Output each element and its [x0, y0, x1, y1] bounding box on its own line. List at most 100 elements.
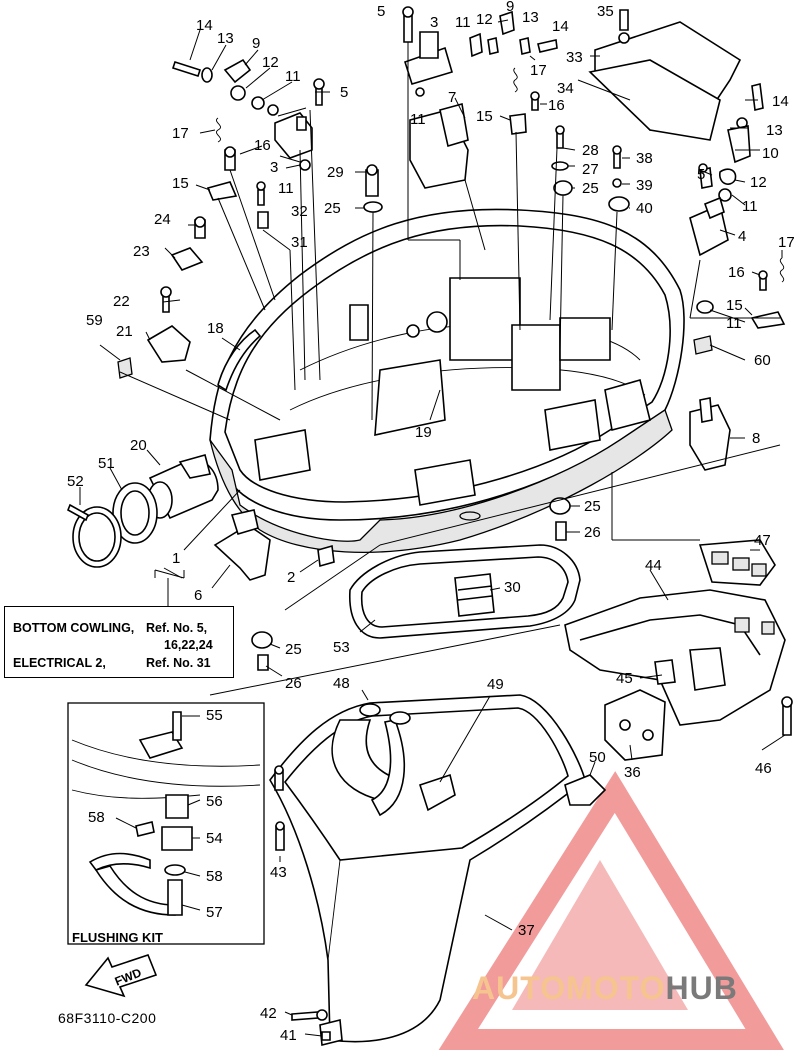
callout-28: 28: [582, 142, 599, 159]
callout-48: 48: [333, 675, 350, 692]
callout-13: 13: [522, 9, 539, 26]
callout-31: 31: [291, 234, 308, 251]
top-left-hardware: [117, 58, 383, 392]
callout-11: 11: [285, 68, 301, 85]
watermark-text-part1: AUTOMOTO: [472, 970, 666, 1006]
callout-numbers: 14 13 9 12 11 5 17 16 3 11 15 32 31 24 2…: [67, 0, 795, 1044]
watermark-logo: [438, 771, 785, 1051]
lower-apron: [269, 694, 607, 1047]
callout-17: 17: [172, 125, 189, 142]
callout-2: 2: [287, 569, 295, 586]
callout-19: 19: [415, 424, 432, 441]
callout-30: 30: [504, 579, 521, 596]
diagram-part-code: 68F3110-C200: [58, 1010, 157, 1026]
callout-9: 9: [252, 35, 260, 52]
callout-58: 58: [88, 809, 105, 826]
callout-32: 32: [291, 203, 308, 220]
callout-15: 15: [476, 108, 493, 125]
callout-25: 25: [584, 498, 601, 515]
callout-7: 7: [448, 89, 456, 106]
ref-line3-right: Ref. No. 31: [146, 656, 211, 670]
callout-16: 16: [728, 264, 745, 281]
callout-17: 17: [778, 234, 795, 251]
right-assemblies: [564, 397, 793, 761]
callout-25: 25: [324, 200, 341, 217]
callout-25: 25: [582, 180, 599, 197]
callout-15: 15: [726, 297, 743, 314]
left-assemblies: [66, 454, 335, 581]
callout-12: 12: [750, 174, 767, 191]
callout-11: 11: [742, 198, 758, 215]
callout-18: 18: [207, 320, 224, 337]
callout-36: 36: [624, 764, 641, 781]
callout-40: 40: [636, 200, 653, 217]
callout-22: 22: [113, 293, 130, 310]
callout-14: 14: [196, 17, 213, 34]
callout-51: 51: [98, 455, 115, 472]
callout-16: 16: [548, 97, 565, 114]
callout-20: 20: [130, 437, 147, 454]
callout-34: 34: [557, 80, 574, 97]
callout-29: 29: [327, 164, 344, 181]
callout-47: 47: [754, 532, 771, 549]
callout-13: 13: [217, 30, 234, 47]
leader-lines: [79, 19, 786, 1037]
flushing-kit-box: [67, 702, 265, 945]
bottom-cowling: [209, 208, 685, 553]
callout-44: 44: [645, 557, 662, 574]
callout-17: 17: [530, 62, 547, 79]
callout-5: 5: [697, 166, 705, 183]
watermark-text: AUTOMOTOHUB: [472, 970, 738, 1007]
callout-53: 53: [333, 639, 350, 656]
callout-9: 9: [506, 0, 514, 15]
callout-5: 5: [377, 3, 385, 20]
top-right-hardware: [551, 9, 786, 355]
callout-33: 33: [566, 49, 583, 66]
callout-42: 42: [260, 1005, 277, 1022]
callout-50: 50: [589, 749, 606, 766]
callout-11: 11: [278, 180, 294, 197]
callout-12: 12: [262, 54, 279, 71]
callout-45: 45: [616, 670, 633, 687]
callout-3: 3: [270, 159, 278, 176]
callout-14: 14: [772, 93, 789, 110]
callout-25: 25: [285, 641, 302, 658]
callout-1: 1: [172, 550, 180, 567]
watermark-text-part2: HUB: [665, 970, 738, 1006]
ref-line2-right: 16,22,24: [164, 638, 213, 652]
callout-43: 43: [270, 864, 287, 881]
callout-56: 56: [206, 793, 223, 810]
callout-49: 49: [487, 676, 504, 693]
callout-58: 58: [206, 868, 223, 885]
callout-5: 5: [340, 84, 348, 101]
callout-41: 41: [280, 1027, 297, 1044]
grommet-hardware: [251, 497, 571, 671]
callout-14: 14: [552, 18, 569, 35]
callout-23: 23: [133, 243, 150, 260]
callout-24: 24: [154, 211, 171, 228]
callout-27: 27: [582, 161, 599, 178]
callout-16: 16: [254, 137, 271, 154]
callout-11: 11: [726, 315, 742, 332]
callout-13: 13: [766, 122, 783, 139]
callout-59: 59: [86, 312, 103, 329]
callout-46: 46: [755, 760, 772, 777]
callout-15: 15: [172, 175, 189, 192]
ref-line1-right: Ref. No. 5,: [146, 621, 208, 635]
callout-11: 11: [410, 111, 426, 128]
callout-39: 39: [636, 177, 653, 194]
callout-35: 35: [597, 3, 614, 20]
callout-26: 26: [584, 524, 601, 541]
reference-note-box: BOTTOM COWLING, Ref. No. 5, 16,22,24 ELE…: [4, 606, 234, 678]
callout-21: 21: [116, 323, 133, 340]
callout-8: 8: [752, 430, 760, 447]
callout-26: 26: [285, 675, 302, 692]
callout-4: 4: [738, 228, 746, 245]
fwd-arrow-icon: [84, 954, 158, 998]
seal-assembly: [349, 544, 581, 639]
callout-60: 60: [754, 352, 771, 369]
callout-55: 55: [206, 707, 223, 724]
callout-37: 37: [518, 922, 535, 939]
